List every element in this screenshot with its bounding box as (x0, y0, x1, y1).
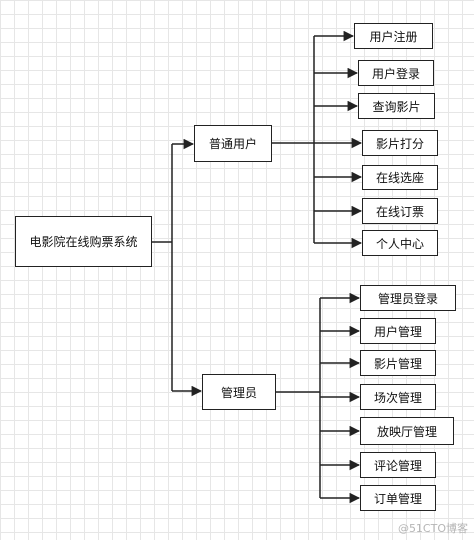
leaf-node-search-movie: 查询影片 (358, 93, 435, 119)
branch-node-admin: 管理员 (202, 374, 276, 410)
leaf-node-user-management: 用户管理 (360, 318, 436, 344)
leaf-node-rate-movie: 影片打分 (362, 130, 438, 156)
leaf-node-schedule-management: 场次管理 (360, 384, 436, 410)
leaf-node-hall-management: 放映厅管理 (360, 417, 454, 445)
root-node: 电影院在线购票系统 (15, 216, 152, 267)
leaf-node-admin-login: 管理员登录 (360, 285, 456, 311)
leaf-node-online-seat: 在线选座 (362, 165, 438, 190)
leaf-node-online-ticket: 在线订票 (362, 198, 438, 224)
leaf-node-user-register: 用户注册 (354, 23, 433, 49)
leaf-node-comment-management: 评论管理 (360, 452, 436, 478)
leaf-node-user-login: 用户登录 (358, 60, 434, 86)
leaf-node-movie-management: 影片管理 (360, 350, 436, 376)
leaf-node-personal-center: 个人中心 (362, 230, 438, 256)
branch-node-regular-user: 普通用户 (194, 125, 272, 162)
watermark: @51CTO博客 (397, 522, 468, 535)
leaf-node-order-management: 订单管理 (360, 485, 436, 511)
